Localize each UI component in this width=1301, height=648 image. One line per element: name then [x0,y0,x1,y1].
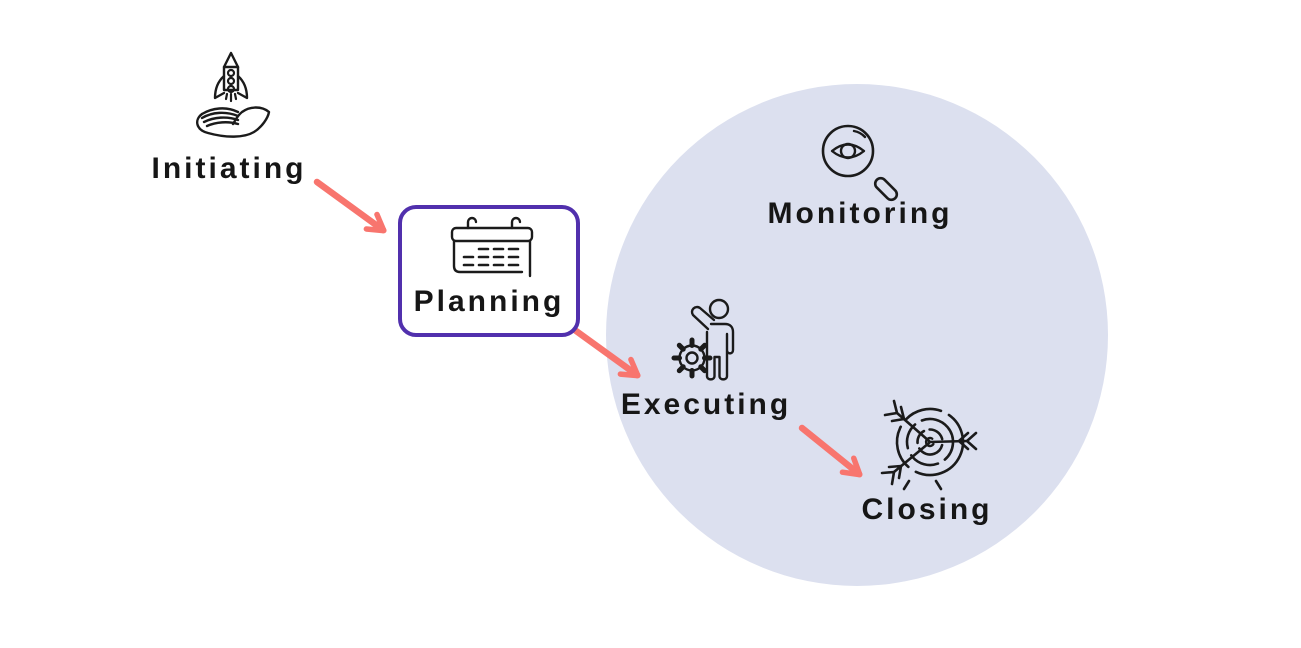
phase-label-monitoring: Monitoring [767,197,953,230]
phase-label-planning: Planning [413,285,565,318]
gear-person-icon [671,298,735,381]
target-arrows-icon [880,399,978,491]
phase-label-initiating: Initiating [151,152,307,185]
phase-label-executing: Executing [620,388,792,421]
eye-magnifier-icon [821,124,899,202]
phase-label-closing: Closing [861,493,993,526]
calendar-icon [450,216,534,278]
rocket-handoff-icon [196,51,271,138]
phase-group-circle [606,84,1108,586]
arrow-initiating-to-planning [313,178,387,234]
